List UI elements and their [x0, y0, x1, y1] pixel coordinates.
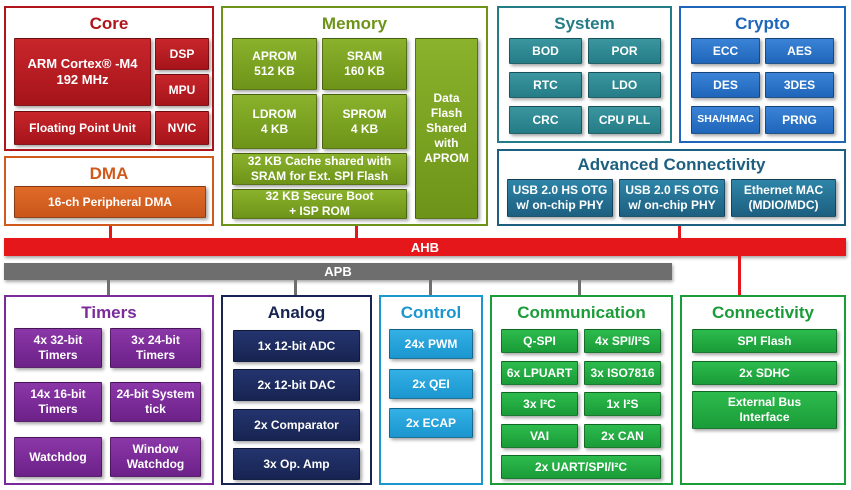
sprom-block: SPROM 4 KB — [322, 94, 407, 149]
timers-16bit-block: 14x 16-bit Timers — [14, 382, 102, 422]
timers-32bit-block: 4x 32-bit Timers — [14, 328, 102, 368]
control-title: Control — [400, 303, 462, 322]
sha-hmac-block: SHA/HMAC — [691, 106, 760, 134]
core-title: Core — [89, 14, 129, 33]
analog-panel: Analog 1x 12-bit ADC 2x 12-bit DAC 2x Co… — [221, 295, 372, 485]
vai-block: VAI — [501, 424, 578, 448]
external-bus-block: External Bus Interface — [692, 391, 837, 429]
qei-block: 2x QEI — [389, 369, 473, 399]
ahb-connectivity-link — [738, 256, 741, 295]
cpu-block: ARM Cortex® -M4 192 MHz — [14, 38, 151, 106]
ldrom-block: LDROM 4 KB — [232, 94, 317, 149]
rtc-block: RTC — [509, 72, 582, 98]
spi-flash-block: SPI Flash — [692, 329, 837, 353]
timers-title: Timers — [81, 303, 137, 322]
lpuart-block: 6x LPUART — [501, 361, 578, 385]
secure-boot-block: 32 KB Secure Boot + ISP ROM — [232, 189, 407, 219]
cache-block: 32 KB Cache shared with SRAM for Ext. SP… — [232, 153, 407, 185]
core-panel: Core ARM Cortex® -M4 192 MHz DSP MPU Flo… — [4, 6, 214, 151]
memory-panel: Memory APROM 512 KB SRAM 160 KB LDROM 4 … — [221, 6, 488, 226]
sdhc-block: 2x SDHC — [692, 361, 837, 385]
qspi-block: Q-SPI — [501, 329, 578, 353]
ecc-block: ECC — [691, 38, 760, 64]
apb-timers-link — [107, 280, 110, 295]
window-watchdog-block: Window Watchdog — [110, 437, 201, 477]
usb-fs-otg-block: USB 2.0 FS OTG w/ on-chip PHY — [619, 179, 725, 217]
fpu-block: Floating Point Unit — [14, 111, 151, 145]
apb-communication-link — [578, 280, 581, 295]
3des-block: 3DES — [765, 72, 834, 98]
dma-panel: DMA 16-ch Peripheral DMA — [4, 156, 214, 226]
dma-block: 16-ch Peripheral DMA — [14, 186, 206, 218]
prng-block: PRNG — [765, 106, 834, 134]
crypto-panel: Crypto ECC AES DES 3DES SHA/HMAC PRNG — [679, 6, 846, 143]
control-panel: Control 24x PWM 2x QEI 2x ECAP — [379, 295, 483, 485]
core-ahb-link — [109, 226, 112, 238]
advanced-connectivity-title: Advanced Connectivity — [577, 155, 766, 174]
ethernet-mac-block: Ethernet MAC (MDIO/MDC) — [731, 179, 836, 217]
i2c-block: 3x I²C — [501, 392, 578, 416]
mpu-block: MPU — [155, 74, 209, 106]
ecap-block: 2x ECAP — [389, 408, 473, 438]
opamp-block: 3x Op. Amp — [233, 448, 360, 480]
por-block: POR — [588, 38, 661, 64]
advanced-connectivity-panel: Advanced Connectivity USB 2.0 HS OTG w/ … — [497, 149, 846, 226]
apb-analog-link — [294, 280, 297, 295]
communication-panel: Communication Q-SPI 4x SPI/I²S 6x LPUART… — [490, 295, 673, 485]
systick-block: 24-bit System tick — [110, 382, 201, 422]
apb-bus: APB — [4, 263, 672, 280]
aprom-block: APROM 512 KB — [232, 38, 317, 90]
can-block: 2x CAN — [584, 424, 661, 448]
apb-control-link — [429, 280, 432, 295]
pwm-block: 24x PWM — [389, 329, 473, 359]
adv-conn-ahb-link — [678, 226, 681, 238]
communication-title: Communication — [517, 303, 646, 322]
nvic-block: NVIC — [155, 111, 209, 145]
crc-block: CRC — [509, 106, 582, 134]
comparator-block: 2x Comparator — [233, 409, 360, 441]
crypto-title: Crypto — [735, 14, 790, 33]
des-block: DES — [691, 72, 760, 98]
timers-panel: Timers 4x 32-bit Timers 3x 24-bit Timers… — [4, 295, 214, 485]
memory-ahb-link — [355, 226, 358, 238]
dac-block: 2x 12-bit DAC — [233, 369, 360, 401]
dsp-block: DSP — [155, 38, 209, 70]
system-panel: System BOD POR RTC LDO CRC CPU PLL — [497, 6, 672, 143]
analog-title: Analog — [267, 303, 326, 322]
memory-title: Memory — [321, 14, 388, 33]
timers-24bit-block: 3x 24-bit Timers — [110, 328, 201, 368]
connectivity-title: Connectivity — [711, 303, 815, 322]
ldo-block: LDO — [588, 72, 661, 98]
data-flash-block: Data Flash Shared with APROM — [415, 38, 478, 219]
aes-block: AES — [765, 38, 834, 64]
bod-block: BOD — [509, 38, 582, 64]
usb-hs-otg-block: USB 2.0 HS OTG w/ on-chip PHY — [507, 179, 613, 217]
uart-spi-i2c-block: 2x UART/SPI/I²C — [501, 455, 661, 479]
dma-title: DMA — [89, 164, 129, 183]
watchdog-block: Watchdog — [14, 437, 102, 477]
iso7816-block: 3x ISO7816 — [584, 361, 661, 385]
cpu-pll-block: CPU PLL — [588, 106, 661, 134]
i2s-block: 1x I²S — [584, 392, 661, 416]
sram-block: SRAM 160 KB — [322, 38, 407, 90]
connectivity-panel: Connectivity SPI Flash 2x SDHC External … — [680, 295, 846, 485]
adc-block: 1x 12-bit ADC — [233, 330, 360, 362]
system-title: System — [554, 14, 615, 33]
spi-i2s-block: 4x SPI/I²S — [584, 329, 661, 353]
ahb-bus: AHB — [4, 238, 846, 256]
